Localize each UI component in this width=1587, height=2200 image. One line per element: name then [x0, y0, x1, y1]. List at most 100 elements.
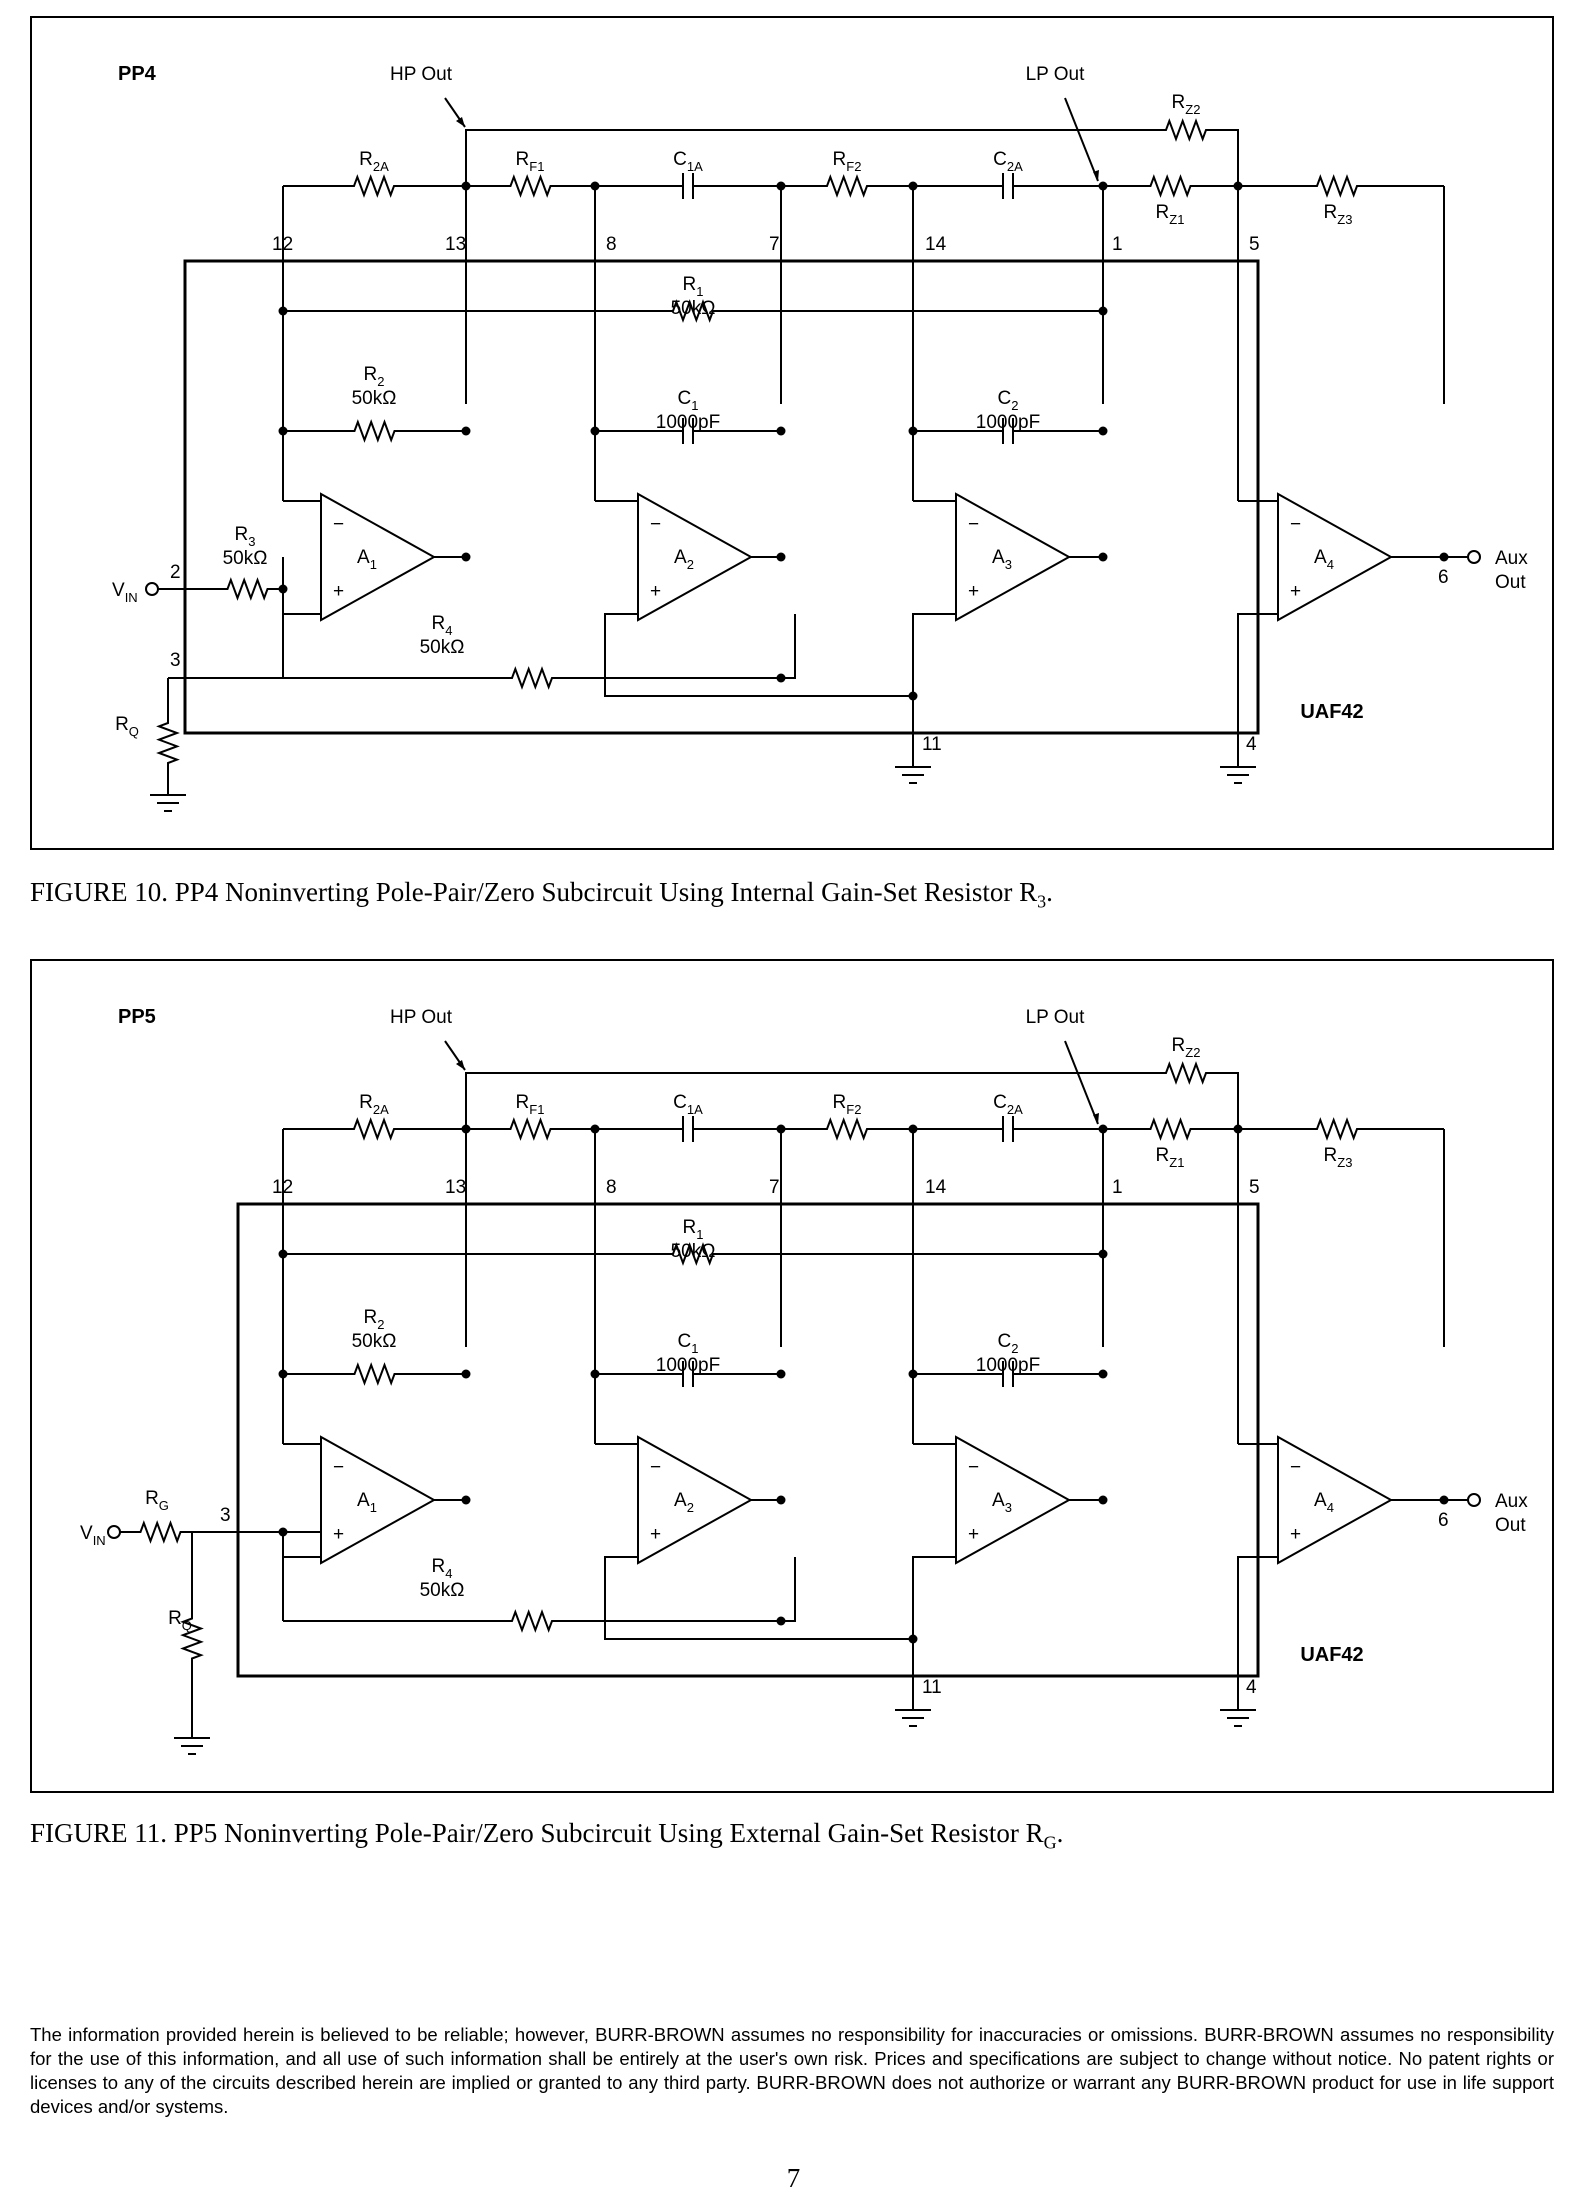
- caption-text: FIGURE 10. PP4 Noninverting Pole-Pair/Ze…: [30, 877, 1038, 907]
- pin-number: 3: [170, 650, 181, 671]
- arrow-head: [456, 117, 465, 127]
- junction-dot: [278, 1369, 288, 1379]
- label-r3: R3: [235, 524, 256, 549]
- label-rf1: RF1: [516, 1092, 545, 1117]
- minus-sign: −: [650, 514, 661, 535]
- opamp-label-a4: A4: [1314, 1490, 1334, 1515]
- resistor-symbol: [1144, 1061, 1228, 1085]
- aux-label: Aux: [1495, 1491, 1528, 1512]
- junction-dot: [590, 1124, 600, 1134]
- pin-number: 1: [1112, 234, 1123, 255]
- wire: [282, 589, 321, 615]
- junction-dot: [776, 1495, 786, 1505]
- minus-sign: −: [333, 1457, 344, 1478]
- label-c1: C1: [678, 388, 699, 413]
- pin-number: 1: [1112, 1177, 1123, 1198]
- junction-dot: [908, 181, 918, 191]
- junction-dot: [1098, 1124, 1108, 1134]
- resistor-symbol: [466, 174, 595, 198]
- junction-dot: [908, 691, 918, 701]
- minus-sign: −: [968, 1457, 979, 1478]
- wire: [781, 1557, 796, 1622]
- resistor-symbol: [283, 419, 466, 443]
- hp-out-label: HP Out: [390, 1007, 453, 1028]
- label-c2: C2: [998, 388, 1019, 413]
- label-rg: RG: [145, 1488, 169, 1513]
- pin-number: 13: [445, 234, 466, 255]
- value-r1: 50kΩ: [671, 1241, 716, 1262]
- resistor-symbol: [1103, 174, 1238, 198]
- resistor-symbol: [283, 1242, 1103, 1266]
- wire: [465, 1072, 1144, 1129]
- pin-number: 6: [1438, 567, 1449, 588]
- junction-dot: [278, 584, 288, 594]
- resistor-symbol: [781, 174, 913, 198]
- lp-out-label: LP Out: [1026, 1007, 1086, 1028]
- minus-sign: −: [650, 1457, 661, 1478]
- plus-sign: +: [650, 581, 661, 602]
- junction-dot: [1098, 1495, 1108, 1505]
- opamp-label-a3: A3: [992, 1490, 1012, 1515]
- label-r1: R1: [683, 274, 704, 299]
- opamp-triangle: [1277, 492, 1394, 622]
- pin-number: 12: [272, 234, 293, 255]
- out-label: Out: [1495, 572, 1526, 593]
- junction-dot: [278, 426, 288, 436]
- opamp-label-a2: A2: [674, 547, 694, 572]
- junction-dot: [461, 1495, 471, 1505]
- resistor-symbol: [180, 1601, 204, 1676]
- junction-dot: [776, 181, 786, 191]
- label-r4: R4: [432, 1556, 453, 1581]
- chip-name-label: UAF42: [1300, 701, 1363, 723]
- hp-out-label: HP Out: [390, 64, 453, 85]
- pin-number: 14: [925, 234, 947, 255]
- opamp-label-a3: A3: [992, 547, 1012, 572]
- label-rq: RQ: [115, 714, 139, 739]
- opamp-triangle: [320, 492, 437, 622]
- resistor-symbol: [1238, 174, 1436, 198]
- pin-number: 2: [170, 562, 181, 583]
- label-c2a: C2A: [993, 149, 1023, 174]
- resistor-symbol: [781, 1117, 913, 1141]
- label-rf2: RF2: [833, 149, 862, 174]
- junction-dot: [1098, 426, 1108, 436]
- junction-dot: [908, 1369, 918, 1379]
- value-r2: 50kΩ: [352, 388, 397, 409]
- junction-dot: [1098, 1249, 1108, 1259]
- label-rf2: RF2: [833, 1092, 862, 1117]
- caption-suffix: .: [1046, 877, 1053, 907]
- pin-number: 13: [445, 1177, 466, 1198]
- junction-dot: [1098, 181, 1108, 191]
- junction-dot: [278, 1249, 288, 1259]
- pin-number: 11: [922, 1677, 942, 1698]
- junction-dot: [461, 426, 471, 436]
- wire: [912, 1556, 956, 1639]
- resistor-symbol: [212, 577, 283, 601]
- label-rz3: RZ3: [1324, 202, 1353, 227]
- out-label: Out: [1495, 1515, 1526, 1536]
- resistor-symbol: [283, 666, 781, 690]
- pin-number: 4: [1246, 734, 1257, 755]
- plus-sign: +: [650, 1524, 661, 1545]
- wire: [1237, 1556, 1278, 1710]
- opamp-triangle: [955, 1435, 1072, 1565]
- pin-number: 14: [925, 1177, 947, 1198]
- junction-dot: [1098, 306, 1108, 316]
- label-r2a: R2A: [359, 149, 389, 174]
- junction-dot: [908, 1634, 918, 1644]
- caption-suffix: .: [1056, 1818, 1064, 1848]
- junction-dot: [461, 1124, 471, 1134]
- opamp-triangle: [637, 1435, 754, 1565]
- label-rq: RQ: [168, 1608, 192, 1633]
- junction-dot: [461, 552, 471, 562]
- junction-dot: [1098, 1369, 1108, 1379]
- arrow-head: [1093, 1113, 1099, 1124]
- pin-number: 3: [220, 1505, 231, 1526]
- opamp-label-a4: A4: [1314, 547, 1334, 572]
- junction-dot: [590, 426, 600, 436]
- wire: [1064, 97, 1099, 182]
- pin-number: 5: [1249, 234, 1260, 255]
- resistor-symbol: [129, 1520, 192, 1544]
